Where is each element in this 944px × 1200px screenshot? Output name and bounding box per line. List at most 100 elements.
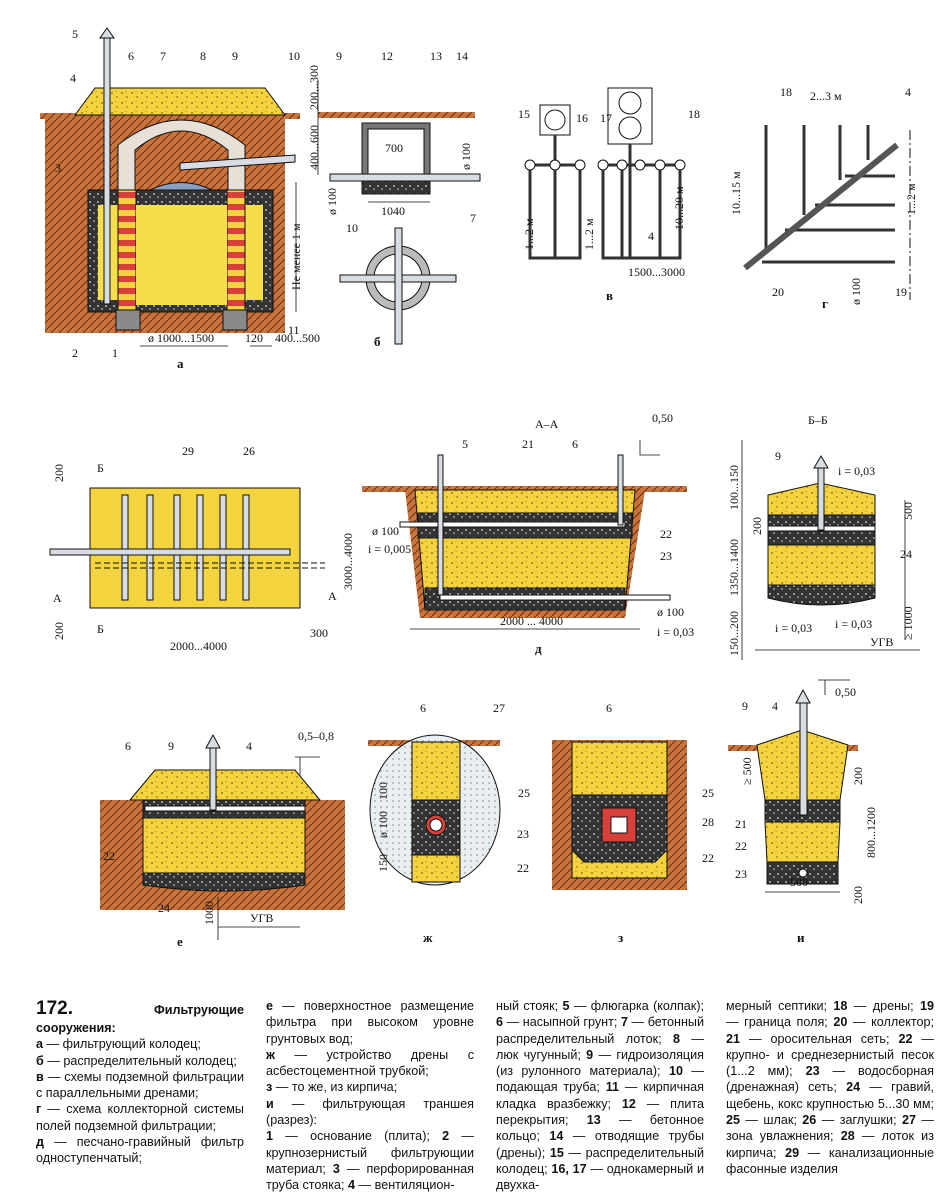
caption-text: — схемы подземной фильтрации с параллель… — [36, 1069, 244, 1101]
callout-label: 21 — [522, 437, 534, 451]
callout-label: 9 — [775, 449, 781, 463]
caption-text: — зона увлажнения; — [726, 1113, 934, 1144]
caption-key: а — [36, 1037, 44, 1052]
caption-key: ж — [266, 1047, 275, 1062]
callout-label: 25 — [702, 786, 714, 800]
collector-pipe-hidden — [95, 562, 325, 569]
caption-key: 24 — [846, 1080, 861, 1095]
callout-label: 25 — [518, 786, 530, 800]
callout-label: ø 100 — [657, 605, 684, 619]
caption-text: — гравий, щебень, кокс крупностью 5...30… — [726, 1080, 934, 1111]
callout-label: 9 — [232, 49, 238, 63]
caption-key: 23 — [805, 1064, 820, 1079]
callout-label: 7 — [160, 49, 166, 63]
panel-zh-asbestos-drain — [368, 734, 501, 886]
callout-label: 6 — [128, 49, 134, 63]
panel-bb-section — [741, 440, 920, 660]
vent-cap — [99, 27, 115, 39]
callout-label: 9 — [336, 49, 342, 63]
callout-label: 700 — [385, 141, 403, 155]
caption-text: — заглушки; — [816, 1113, 902, 1128]
vent-riser-pipe — [103, 35, 111, 305]
callout-label: 18 — [688, 107, 700, 121]
caption-key: 28 — [840, 1129, 855, 1144]
caption-key: 27 — [901, 1113, 916, 1128]
caption-column-1: 172. Фильтрующие сооружения:а — фильтрую… — [36, 998, 244, 1196]
drains-26 — [121, 494, 250, 601]
caption-key: 12 — [621, 1096, 636, 1111]
inlet-pipe — [179, 154, 296, 171]
panel-letter: е — [177, 934, 183, 949]
callout-label: ø 100 — [849, 278, 863, 305]
callout-label: 6 — [572, 437, 578, 451]
caption-key: 22 — [898, 1031, 913, 1046]
caption-text: мерный септики; — [726, 999, 834, 1013]
caption-text: — гидроизоляция (из рулонного материала)… — [496, 1047, 704, 1079]
caption-text: — водосборная (дренажная) сеть; — [726, 1064, 934, 1095]
panel-z-brick-drain — [552, 740, 687, 890]
callout-label: 10 — [288, 49, 300, 63]
callout-label: 22 — [103, 849, 115, 863]
callout-label: 23 — [660, 549, 672, 563]
callout-label: 10...20 м — [672, 186, 686, 230]
callout-label: ≥ 500 — [740, 757, 754, 785]
caption-key: д — [36, 1135, 44, 1150]
callout-label: 17 — [600, 111, 612, 125]
callout-label: ø 100 — [459, 143, 473, 170]
callout-label: 3000...4000 — [341, 533, 355, 590]
caption-text: — вентиляцион- — [355, 1178, 455, 1193]
callout-label: 4 — [648, 229, 654, 243]
callout-label: 150 — [376, 854, 390, 872]
caption-text: — поверхностное размещение фильтра при в… — [266, 999, 474, 1046]
callout-label: 0,5–0,8 — [298, 729, 334, 743]
caption-text: — перфорированная труба стояка; — [266, 1161, 474, 1193]
caption-text: — однокамерный и двухка- — [496, 1161, 704, 1193]
irrigation-pipe-21 — [399, 521, 626, 528]
caption-key: 26 — [802, 1113, 817, 1128]
caption-key: 2 — [442, 1129, 450, 1144]
callout-label: 120 — [245, 331, 263, 345]
caption-text: — граница поля; — [726, 1015, 834, 1030]
caption-key: 1 — [266, 1129, 274, 1144]
callout-label: 29 — [182, 444, 194, 458]
callout-label: УГВ — [870, 635, 893, 649]
caption-key: з — [266, 1080, 273, 1095]
brick-tray-28 — [601, 807, 637, 843]
callout-label: 200 — [851, 767, 865, 785]
callout-label: 22 — [735, 839, 747, 853]
caption-key: 18 — [833, 999, 848, 1013]
asbestos-pipe — [429, 818, 443, 832]
callout-label: 4 — [905, 85, 911, 99]
ground-surface — [40, 113, 300, 119]
drain-pipe-23 — [439, 594, 671, 601]
callout-label: 4 — [70, 71, 76, 85]
callout-label: 2 — [72, 346, 78, 360]
callout-label: 23 — [517, 827, 529, 841]
callout-label: ø 100 — [372, 524, 399, 538]
foundation-right — [222, 309, 248, 331]
callout-label: 22 — [660, 527, 672, 541]
caption-key: 7 — [620, 1015, 628, 1030]
callout-label: 22 — [517, 861, 529, 875]
callout-label: 400...600 — [307, 125, 321, 170]
callout-label: 9 — [742, 699, 748, 713]
callout-label: 0,50 — [835, 685, 856, 699]
figure-caption: 172. Фильтрующие сооружения:а — фильтрую… — [36, 998, 936, 1196]
callout-label: 6 — [420, 701, 426, 715]
caption-text: — основание (плита); — [273, 1129, 443, 1144]
callout-label: 10 — [346, 221, 358, 235]
caption-key: 8 — [672, 1031, 680, 1046]
caption-key: 20 — [833, 1015, 848, 1030]
callout-label: 11 — [288, 323, 300, 337]
callout-label: 9 — [168, 739, 174, 753]
callout-label: ø 1000...1500 — [148, 331, 214, 345]
callout-label: ≥ 1000 — [901, 606, 915, 640]
callout-label: 1000 — [202, 901, 216, 925]
caption-text: — оросительная сеть; — [740, 1031, 899, 1046]
caption-text: ный стояк; — [496, 999, 563, 1013]
callout-label: 23 — [735, 867, 747, 881]
callout-label: i = 0,03 — [838, 464, 875, 478]
callout-label: 22 — [702, 851, 714, 865]
section-title: А–А — [535, 417, 559, 431]
